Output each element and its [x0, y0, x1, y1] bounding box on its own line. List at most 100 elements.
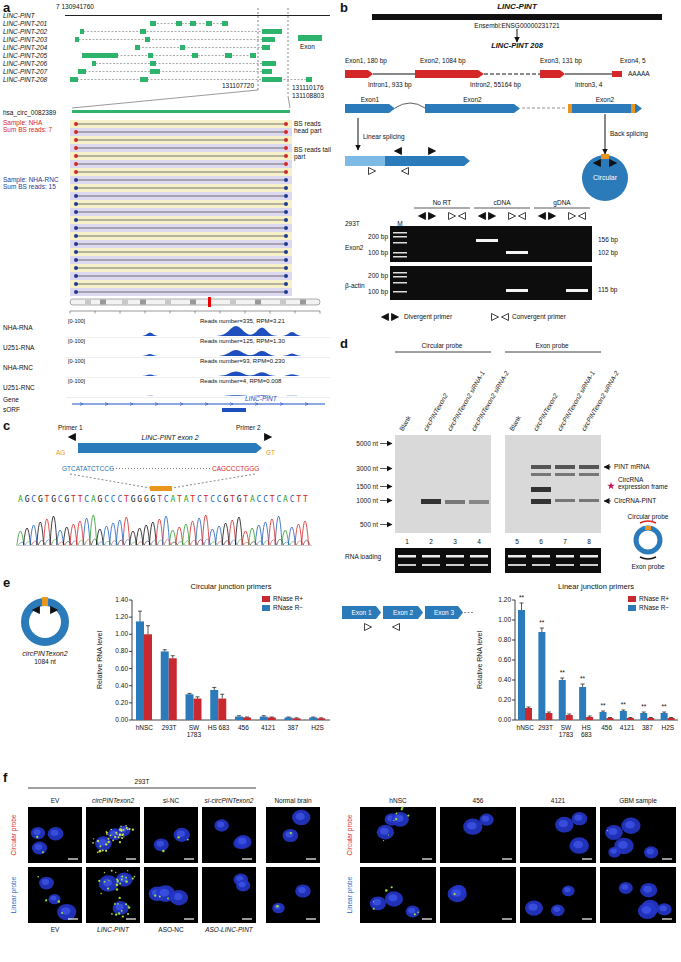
read-line	[76, 260, 286, 261]
label: CircRNA expression frame	[618, 476, 674, 490]
blot-band	[531, 473, 551, 476]
label: Linear probe	[10, 877, 17, 914]
ideogram-marker	[208, 297, 211, 307]
base-letter: G	[144, 495, 151, 504]
nucleus	[638, 903, 657, 919]
read-stripe	[70, 152, 292, 160]
base-letter: C	[31, 495, 38, 504]
base-letter: T	[45, 495, 52, 504]
chromatogram-peak	[118, 540, 125, 545]
tick-label: 1.40	[115, 596, 128, 603]
base-letter: A	[91, 495, 98, 504]
category-label: SW 1783	[182, 724, 206, 738]
tick-label: 0.60	[115, 665, 128, 672]
ideogram-band	[300, 300, 306, 305]
exon-shape	[612, 71, 622, 77]
significance: **	[641, 703, 646, 710]
primer-symbol	[594, 160, 601, 167]
chromatogram-peak	[98, 542, 105, 545]
fish-signal	[114, 836, 116, 838]
legend-text: RNase R+	[273, 595, 303, 602]
blot-band	[579, 473, 599, 476]
ideogram-band	[190, 300, 196, 305]
gel-band	[393, 252, 407, 254]
exon-box	[250, 53, 256, 58]
base-letter: C	[58, 495, 65, 504]
label: Exon probe	[631, 563, 664, 570]
gel-band	[398, 555, 416, 558]
base-letter: T	[177, 495, 184, 504]
read-stripe	[70, 256, 292, 264]
nucleus	[572, 812, 588, 825]
nucleus-core	[274, 904, 280, 909]
read-stripe	[70, 120, 292, 128]
label: si-NC	[163, 797, 179, 804]
nucleus	[448, 886, 467, 902]
label: EV	[51, 926, 60, 933]
ideogram	[70, 299, 320, 305]
blot-band	[469, 500, 489, 504]
nucleus-core	[285, 831, 293, 837]
fish-signal	[125, 903, 127, 905]
label: Intron2, 55164 bp	[470, 81, 521, 88]
nucleus-core	[380, 828, 389, 835]
node-shape	[345, 103, 395, 114]
primer-symbol	[395, 148, 402, 155]
blot-band	[445, 500, 465, 504]
gel-band	[556, 555, 574, 558]
label: Primer 1	[58, 424, 83, 431]
guide-line	[288, 8, 289, 96]
micrograph	[520, 867, 596, 923]
category-label: H2S	[658, 724, 678, 731]
arrow-shape	[78, 443, 262, 453]
node-text: Exon 2	[393, 609, 413, 616]
fish-signal	[61, 912, 63, 914]
read-line	[76, 140, 286, 141]
panel-letter: e	[3, 576, 10, 590]
track-name: NHA-RNC	[3, 364, 33, 371]
base-letter: C	[164, 495, 171, 504]
exon-box	[180, 45, 185, 50]
zoom-line	[288, 96, 290, 108]
read-end	[74, 226, 78, 230]
nucleus	[214, 819, 228, 831]
fish-signal	[454, 893, 456, 895]
exon-box	[190, 21, 196, 26]
read-end	[74, 170, 78, 174]
nucleus	[39, 877, 54, 890]
tick	[129, 720, 132, 721]
error-bar	[270, 717, 274, 718]
nucleus-core	[395, 815, 404, 822]
nucleus	[525, 900, 543, 915]
nucleus-core	[388, 894, 397, 901]
fish-signal	[107, 838, 109, 840]
arrow-shape	[345, 104, 395, 113]
exon-box	[222, 21, 228, 26]
nucleus-core	[217, 822, 224, 828]
loading-gel	[505, 548, 601, 573]
legend-text: RNase R+	[639, 595, 669, 602]
lane-label: Blank	[508, 414, 522, 432]
read-end	[284, 234, 288, 238]
fish-signal	[118, 836, 120, 838]
linear-exon	[385, 156, 470, 166]
exon-box	[262, 37, 275, 42]
category-label: hNSC	[132, 724, 156, 731]
gene-name: LINC-PINT	[245, 395, 277, 402]
chromatogram-peak	[32, 541, 39, 545]
sorf-bar	[222, 408, 246, 412]
base-letter: T	[303, 495, 310, 504]
chromatogram-base	[16, 545, 312, 546]
nucleus-core	[559, 820, 568, 827]
nucleus-core	[482, 816, 489, 822]
legend-swatch	[262, 596, 270, 602]
dashed-link	[172, 474, 255, 488]
fish-signal	[116, 888, 118, 890]
fish-signal	[128, 906, 131, 909]
primer-symbol	[502, 314, 509, 321]
gel-band	[393, 236, 407, 238]
gel-band	[566, 289, 588, 292]
lane-number: 1	[405, 538, 409, 545]
nucleus	[48, 894, 60, 904]
